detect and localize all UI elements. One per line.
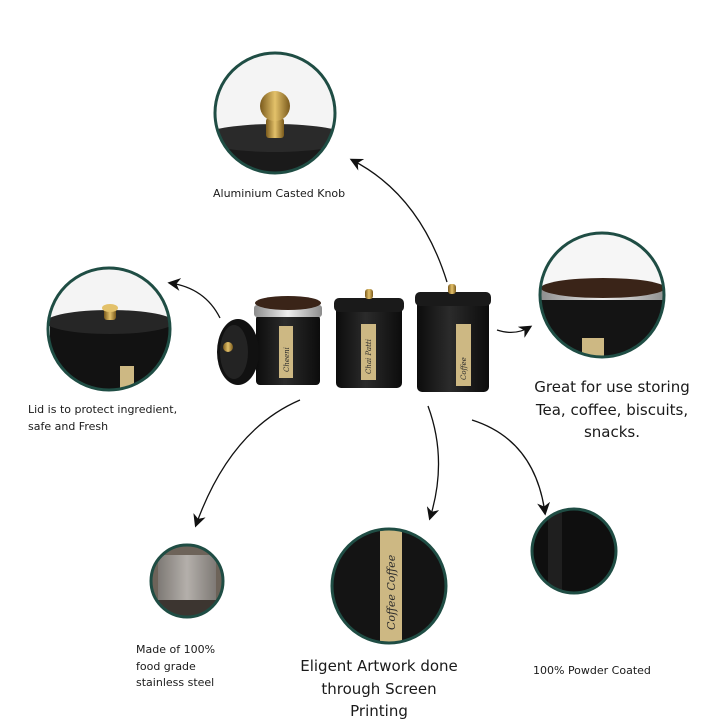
caption-powder: 100% Powder Coated [533,663,683,680]
caption-storing-line1: Great for use storing [534,378,690,396]
caption-knob: Aluminium Casted Knob [213,186,345,203]
arrow-to-storing [496,325,533,338]
caption-steel-line3: stainless steel [136,676,215,689]
caption-lid-line2: safe and Fresh [28,419,109,433]
caption-artwork-line1: Eligent Artwork done [300,657,458,675]
caption-lid-line1: Lid is to protect ingredient, [28,403,178,416]
canister-label-medium-text: Chai Patti [365,339,373,374]
artwork-label-text: Coffee Coffee [385,554,398,630]
canister-set: Cheeni Chai Patti Coffee [217,284,491,392]
caption-storing: Great for use storing Tea, coffee, biscu… [512,376,712,444]
arrow-to-powder [471,419,551,516]
caption-knob-text: Aluminium Casted Knob [213,187,346,200]
artwork-detail-circle: Coffee Coffee [330,527,448,645]
callout-arrows [167,158,551,528]
powder-detail-circle [530,507,618,595]
canister-medium: Chai Patti [334,289,404,388]
lid-detail-circle [46,266,172,392]
arrow-to-artwork [426,405,440,521]
storing-detail-circle [538,231,666,359]
steel-detail-circle [149,543,225,619]
canister-label-large-text: Coffee [460,357,468,380]
caption-storing-line2: Tea, coffee, biscuits, snacks. [535,400,689,442]
canister-small: Cheeni [254,296,322,385]
caption-steel-line1: Made of 100% [136,643,216,656]
caption-powder-text: 100% Powder Coated [533,664,651,677]
arrow-to-steel [193,399,301,528]
canister-label-small-text: Cheeni [283,347,291,372]
caption-lid: Lid is to protect ingredient, safe and F… [28,402,198,435]
detached-lid [217,319,259,385]
caption-artwork-line2: through Screen Printing [321,679,437,721]
arrow-to-knob [349,158,448,283]
knob-detail-circle [213,51,337,175]
canister-large: Coffee [415,284,491,392]
canister-label-small [279,326,293,378]
caption-steel: Made of 100% food grade stainless steel [136,642,246,692]
canister-label-medium [361,324,376,380]
caption-steel-line2: food grade [136,659,196,673]
arrow-to-lid [167,278,221,319]
caption-artwork: Eligent Artwork done through Screen Prin… [294,655,464,723]
canister-label-large [456,324,471,386]
